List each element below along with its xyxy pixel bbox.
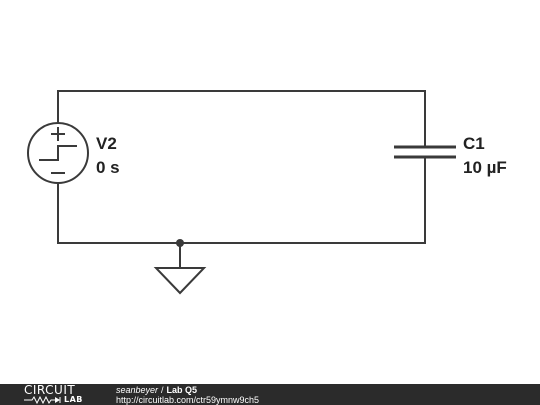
logo-text-top: CIRCUIT <box>24 383 76 397</box>
capacitor-value-label: 10 µF <box>463 158 507 177</box>
author-link[interactable]: seanbeyer <box>116 385 159 395</box>
source-body <box>27 122 89 184</box>
footer-bar: CIRCUIT LAB seanbeyer/Lab Q5 http://circ… <box>0 384 540 405</box>
wire-bottom <box>57 156 426 244</box>
capacitor-c1[interactable] <box>394 145 456 159</box>
logo-text-bottom: LAB <box>64 395 83 404</box>
junction-dot <box>176 239 184 247</box>
capacitor-name-label: C1 <box>463 134 485 153</box>
circuit-title[interactable]: Lab Q5 <box>166 385 198 395</box>
source-name-label: V2 <box>96 134 117 153</box>
circuitlab-logo: CIRCUIT LAB <box>24 384 96 405</box>
step-waveform-icon <box>39 145 77 161</box>
ground-symbol-icon[interactable] <box>153 267 207 295</box>
circuit-meta: seanbeyer/Lab Q5 http://circuitlab.com/c… <box>116 385 259 405</box>
circuit-schematic: V2 0 s C1 10 µF <box>27 90 507 295</box>
wires <box>57 90 426 269</box>
title-separator: / <box>161 385 164 395</box>
circuit-url[interactable]: http://circuitlab.com/ctr59ymnw9ch5 <box>116 395 260 405</box>
resistor-icon <box>24 396 61 404</box>
wire-top <box>57 90 426 148</box>
source-value-label: 0 s <box>96 158 120 177</box>
voltage-source-v2[interactable] <box>27 122 89 184</box>
